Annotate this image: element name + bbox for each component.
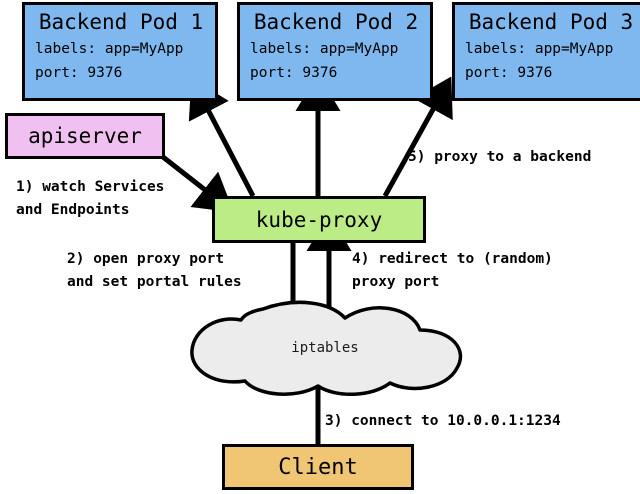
step-1-annotation: 1) watch Services and Endpoints <box>16 176 164 222</box>
pod-2-title: Backend Pod 2 <box>253 10 419 34</box>
step-3-line-1: 3) connect to 10.0.0.1:1234 <box>325 413 561 429</box>
backend-pod-1[interactable]: Backend Pod 1 labels: app=MyApp port: 93… <box>22 2 218 101</box>
step-3-annotation: 3) connect to 10.0.0.1:1234 <box>325 410 561 433</box>
apiserver-node[interactable]: apiserver <box>5 113 165 159</box>
client-label: Client <box>278 454 358 480</box>
kube-proxy-node[interactable]: kube-proxy <box>212 196 426 243</box>
pod-3-labels: labels: app=MyApp <box>465 41 614 57</box>
apiserver-label: apiserver <box>28 124 142 148</box>
pod-2-port: port: 9376 <box>250 65 338 81</box>
step-1-line-1: 1) watch Services <box>16 179 165 195</box>
pod-1-title: Backend Pod 1 <box>38 10 204 34</box>
step-2-line-1: 2) open proxy port <box>67 251 225 267</box>
step-4-line-2: proxy port <box>352 274 440 290</box>
kube-proxy-label: kube-proxy <box>255 207 383 232</box>
step-5-annotation: 5) proxy to a backend <box>408 146 591 169</box>
pod-1-port: port: 9376 <box>35 65 123 81</box>
step-5-line-1: 5) proxy to a backend <box>408 149 592 165</box>
pod-2-labels: labels: app=MyApp <box>250 41 399 57</box>
arrow-kubeproxy-to-pod1 <box>188 78 256 198</box>
iptables-label: iptables <box>291 340 359 356</box>
step-2-line-2: and set portal rules <box>67 274 242 290</box>
pod-3-port: port: 9376 <box>465 65 553 81</box>
step-1-line-2: and Endpoints <box>16 202 130 218</box>
client-node[interactable]: Client <box>222 444 414 490</box>
backend-pod-2[interactable]: Backend Pod 2 labels: app=MyApp port: 93… <box>237 2 433 101</box>
pod-3-title: Backend Pod 3 <box>468 10 634 34</box>
pod-1-labels: labels: app=MyApp <box>35 41 184 57</box>
step-4-line-1: 4) redirect to (random) <box>352 251 553 267</box>
backend-pod-3[interactable]: Backend Pod 3 labels: app=MyApp port: 93… <box>452 2 640 101</box>
step-4-annotation: 4) redirect to (random) proxy port <box>352 248 553 294</box>
arrow-kubeproxy-to-pod3 <box>382 76 453 198</box>
arrow-apiserver-to-kubeproxy <box>161 155 234 213</box>
step-2-annotation: 2) open proxy port and set portal rules <box>67 248 242 294</box>
